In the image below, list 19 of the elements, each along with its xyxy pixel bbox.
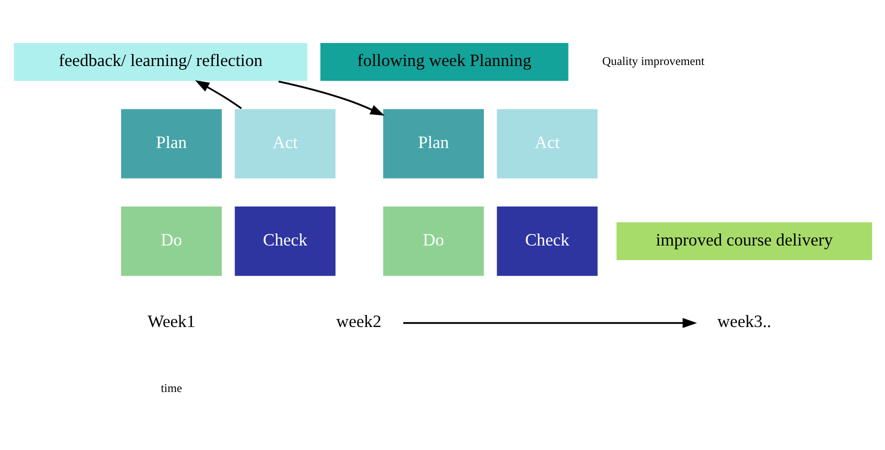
arrow	[194, 80, 242, 109]
node-box: Do	[120, 204, 222, 276]
node-text: week2	[336, 312, 381, 331]
label: time	[160, 380, 182, 395]
node-box: Act	[495, 108, 598, 179]
node-box: Do	[382, 204, 484, 276]
node-box: Plan	[120, 108, 222, 179]
node-box: Check	[495, 204, 598, 276]
node-box: Plan	[382, 108, 484, 179]
arrow	[278, 80, 384, 116]
node-box: Act	[233, 108, 336, 179]
node-text: week3..	[716, 312, 771, 331]
label: Week1	[147, 312, 195, 331]
node-box: improved course delivery	[614, 220, 873, 261]
label: Quality improvement	[602, 54, 704, 68]
node-box: Check	[233, 204, 336, 276]
arrow	[402, 317, 696, 328]
node-box: following week Planning	[318, 41, 569, 82]
node-box: feedback/ learning/ reflection	[12, 41, 308, 82]
